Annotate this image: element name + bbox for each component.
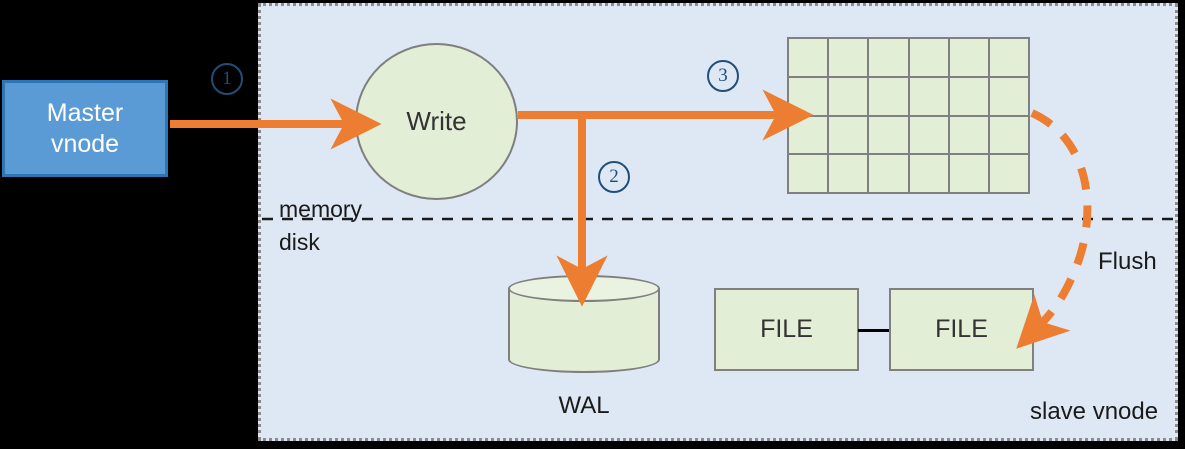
grid-cell: [869, 77, 908, 115]
grid-cell: [949, 77, 988, 115]
flush-label: Flush: [1098, 248, 1157, 275]
file-box-2[interactable]: FILE: [889, 288, 1034, 371]
write-node[interactable]: Write: [355, 43, 518, 200]
step-number-3: 3: [707, 60, 739, 92]
master-vnode-label-line2: vnode: [50, 129, 120, 158]
grid-cell: [869, 155, 908, 192]
grid-cell: [789, 39, 828, 76]
grid-cell: [789, 116, 828, 154]
cylinder-top-ellipse: [508, 275, 660, 302]
master-vnode-label-line1: Master: [46, 99, 124, 127]
step-number-1-text: 1: [222, 68, 232, 89]
write-node-label: Write: [406, 106, 467, 136]
step-number-1: 1: [211, 63, 243, 95]
disk-label: disk: [279, 229, 320, 255]
grid-cell: [829, 155, 868, 192]
grid-cell: [949, 155, 988, 192]
grid-cell: [989, 77, 1028, 115]
grid-cell: [909, 155, 948, 192]
memory-table-grid: [787, 37, 1030, 194]
master-vnode-box[interactable]: Master vnode: [2, 80, 168, 177]
file-box-2-label: FILE: [935, 315, 988, 343]
wal-cylinder[interactable]: [508, 275, 660, 373]
slave-vnode-label: slave vnode: [1030, 398, 1159, 425]
wal-label: WAL: [558, 392, 610, 419]
file-box-1[interactable]: FILE: [714, 288, 859, 371]
grid-cell: [789, 77, 828, 115]
grid-cell: [909, 77, 948, 115]
step-number-2: 2: [598, 161, 630, 193]
grid-cell: [869, 116, 908, 154]
memory-label: memory: [279, 196, 363, 222]
grid-cell: [949, 39, 988, 76]
grid-cell: [829, 77, 868, 115]
grid-cell: [869, 39, 908, 76]
grid-cell: [789, 155, 828, 192]
grid-cell: [909, 116, 948, 154]
grid-cell: [989, 116, 1028, 154]
grid-cell: [989, 39, 1028, 76]
grid-cell: [829, 39, 868, 76]
grid-cell: [949, 116, 988, 154]
file-connector-line: [858, 329, 890, 332]
file-box-1-label: FILE: [760, 315, 813, 343]
step-number-2-text: 2: [609, 166, 619, 187]
grid-cell: [989, 155, 1028, 192]
grid-cell: [829, 116, 868, 154]
grid-cell: [909, 39, 948, 76]
step-number-3-text: 3: [718, 65, 728, 86]
